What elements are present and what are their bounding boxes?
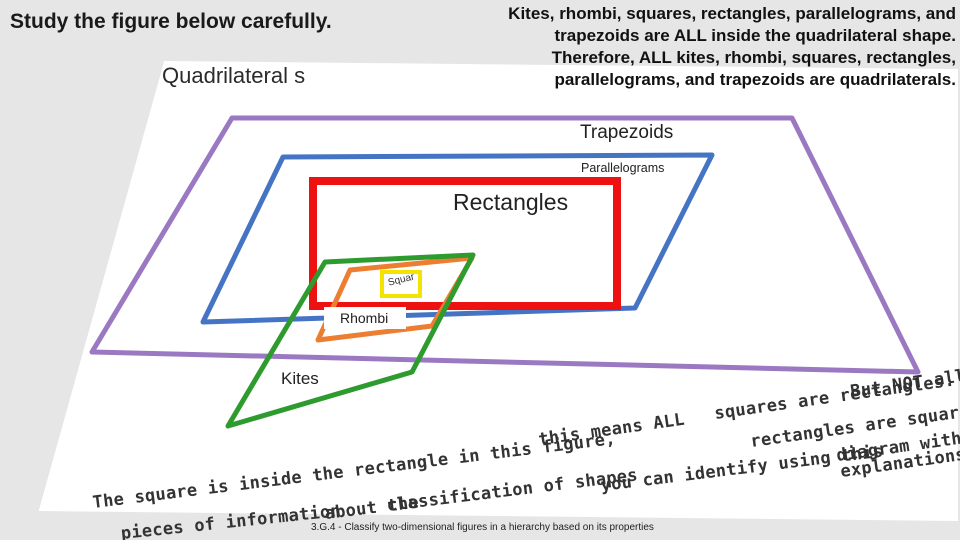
parallelograms-label: Parallelograms <box>575 160 671 176</box>
kites-label: Kites <box>269 367 333 391</box>
parallelogram-outline <box>200 152 715 325</box>
square-label: Squar <box>387 271 416 289</box>
rhombi-label: Rhombi <box>324 307 407 329</box>
rectangle-outline <box>309 177 621 310</box>
quadrilaterals-label: Quadrilateral s <box>162 63 306 88</box>
trapezoids-label: Trapezoids <box>578 122 676 144</box>
trapezoid-outline <box>89 115 921 375</box>
square-label-box: Squar <box>380 270 422 298</box>
quadrilateral-shape <box>38 60 958 522</box>
standard-footer: 3.G.4 - Classify two-dimensional figures… <box>311 522 654 533</box>
kite-outline <box>225 252 476 429</box>
page-title: Study the figure below carefully. <box>10 10 332 33</box>
rectangles-label: Rectangles <box>449 187 573 218</box>
intro-paragraph: Kites, rhombi, squares, rectangles, para… <box>508 4 956 89</box>
